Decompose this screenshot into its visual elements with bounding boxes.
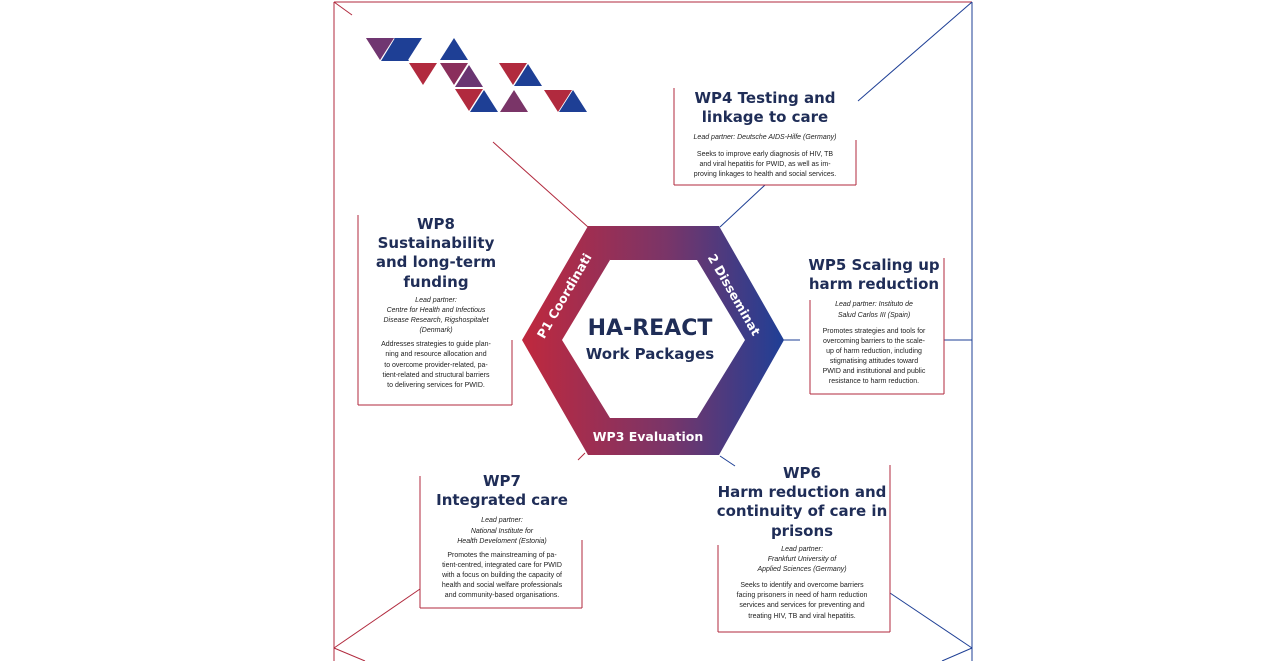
wp4-title: WP4 Testing and linkage to care xyxy=(676,89,854,127)
wp4-desc-line: proving linkages to health and social se… xyxy=(693,170,837,178)
wp6-desc-line: facing prisoners in need of harm reducti… xyxy=(736,592,868,600)
wp8-partner: Lead partner: Centre for Health and Infe… xyxy=(362,296,510,337)
wp8-description: Addresses strategies to guide plan- ning… xyxy=(362,340,510,391)
segment-wp3-label: WP3 Evaluation xyxy=(593,429,704,444)
wp6-partner: Lead partner: Frankfurt University of Ap… xyxy=(716,545,888,575)
wp4-box-border xyxy=(673,88,857,186)
wp7-description: Promotes the mainstreaming of pa- tient-… xyxy=(424,551,580,602)
wp5-title-line: harm reduction xyxy=(808,275,940,294)
wp5-desc-line: overcoming barriers to the scale- xyxy=(823,337,925,345)
wp6-desc-line: services and services for preventing and xyxy=(739,602,865,610)
wp6-description: Seeks to identify and overcome barriers … xyxy=(716,581,888,622)
wp7-desc-line: Promotes the mainstreaming of pa- xyxy=(447,551,557,559)
wp7-desc-line: with a focus on building the capacity of xyxy=(442,572,562,580)
wp8-box-border xyxy=(357,215,513,406)
wp6-title-line: Harm reduction and xyxy=(717,483,887,502)
wp7-desc-line: health and social welfare professionals xyxy=(441,582,563,590)
wp6-partner-line: Frankfurt University of xyxy=(767,555,837,563)
wp8-title-line: and long-term xyxy=(375,253,497,272)
wp6-title: WP6 Harm reduction and continuity of car… xyxy=(716,464,888,541)
wp8-desc-line: to overcome provider-related, pa- xyxy=(384,361,488,369)
hexagon-ring xyxy=(522,226,784,455)
wp5-title: WP5 Scaling up harm reduction xyxy=(804,256,944,294)
wp8-desc-line: tient-related and structural barriers xyxy=(382,371,490,379)
wp7-desc-line: and community-based organisations. xyxy=(444,592,560,600)
wp8-partner-line: Lead partner: xyxy=(415,296,457,304)
wp8-title: WP8 Sustainability and long-term funding xyxy=(362,215,510,292)
wp7-box: WP7 Integrated care Lead partner: Nation… xyxy=(424,472,580,602)
wp4-title-line: linkage to care xyxy=(701,108,829,127)
wp7-partner-line: National Institute for xyxy=(470,527,534,535)
wp6-box: WP6 Harm reduction and continuity of car… xyxy=(716,464,888,622)
wp6-box-border xyxy=(717,465,891,633)
wp4-desc-line: Seeks to improve early diagnosis of HIV,… xyxy=(696,150,834,158)
wp6-title-line: prisons xyxy=(770,521,834,540)
wp6-title-line: continuity of care in xyxy=(716,502,888,521)
wp4-partner-line: Lead partner: Deutsche AIDS-Hilfe (Germa… xyxy=(693,134,837,142)
wp7-partner-line: Lead partner: xyxy=(481,517,523,525)
wp5-partner: Lead partner: Instituto de Salud Carlos … xyxy=(804,300,944,320)
wp7-title: WP7 Integrated care xyxy=(424,472,580,510)
wp4-desc-line: and viral hepatitis for PWID, as well as… xyxy=(699,160,831,168)
wp5-desc-line: stigmatising attitudes toward xyxy=(829,358,919,366)
wp7-desc-line: tient-centred, integrated care for PWID xyxy=(442,561,562,569)
wp6-desc-line: treating HIV, TB and viral hepatitis. xyxy=(748,612,856,620)
wp4-box: WP4 Testing and linkage to care Lead par… xyxy=(676,89,854,180)
wp8-desc-line: to delivering services for PWID. xyxy=(387,381,485,389)
wp5-box: WP5 Scaling up harm reduction Lead partn… xyxy=(804,256,944,388)
wp8-title-line: Sustainability xyxy=(377,234,495,253)
wp5-desc-line: up of harm reduction, including xyxy=(826,347,922,355)
wp5-box-border xyxy=(809,258,945,395)
frame-lines xyxy=(333,1,973,661)
wp5-title-line: WP5 Scaling up xyxy=(808,256,940,274)
wp5-partner-line: Salud Carlos III (Spain) xyxy=(837,311,911,319)
wp5-partner-line: Lead partner: Instituto de xyxy=(835,301,913,309)
wp8-title-line: funding xyxy=(403,272,469,291)
wp7-partner: Lead partner: National Institute for Hea… xyxy=(424,516,580,546)
wp8-partner-line: (Denmark) xyxy=(419,327,453,335)
wp5-desc-line: resistance to harm reduction. xyxy=(828,378,920,386)
wp5-description: Promotes strategies and tools for overco… xyxy=(804,327,944,388)
triangles-logo-icon xyxy=(366,38,587,112)
wp7-box-border xyxy=(419,476,583,609)
center-title: HA-REACT xyxy=(587,316,713,341)
wp7-title-line: Integrated care xyxy=(436,491,568,510)
wp5-desc-line: PWID and institutional and public xyxy=(822,368,926,376)
wp6-partner-line: Applied Sciences (Germany) xyxy=(757,566,847,574)
wp6-desc-line: Seeks to identify and overcome barriers xyxy=(740,582,864,590)
wp6-title-line: WP6 xyxy=(783,464,821,482)
wp4-partner: Lead partner: Deutsche AIDS-Hilfe (Germa… xyxy=(676,133,854,143)
wp4-description: Seeks to improve early diagnosis of HIV,… xyxy=(676,150,854,180)
wp6-partner-line: Lead partner: xyxy=(781,545,823,553)
center-subtitle: Work Packages xyxy=(585,345,715,363)
wp4-title-line: WP4 Testing and xyxy=(694,89,836,107)
wp8-desc-line: Addresses strategies to guide plan- xyxy=(381,341,491,349)
wp8-box: WP8 Sustainability and long-term funding… xyxy=(362,215,510,391)
wp8-partner-line: Disease Research, Rigshospitalet xyxy=(383,317,489,325)
wp8-title-line: WP8 xyxy=(417,215,455,233)
center-title-block: HA-REACT Work Packages xyxy=(560,316,740,364)
wp8-desc-line: ning and resource allocation and xyxy=(385,351,487,359)
wp7-partner-line: Health Develoment (Estonia) xyxy=(457,537,547,545)
wp5-desc-line: Promotes strategies and tools for xyxy=(822,327,926,335)
wp7-title-line: WP7 xyxy=(483,472,521,490)
wp8-partner-line: Centre for Health and Infectious xyxy=(386,306,486,314)
